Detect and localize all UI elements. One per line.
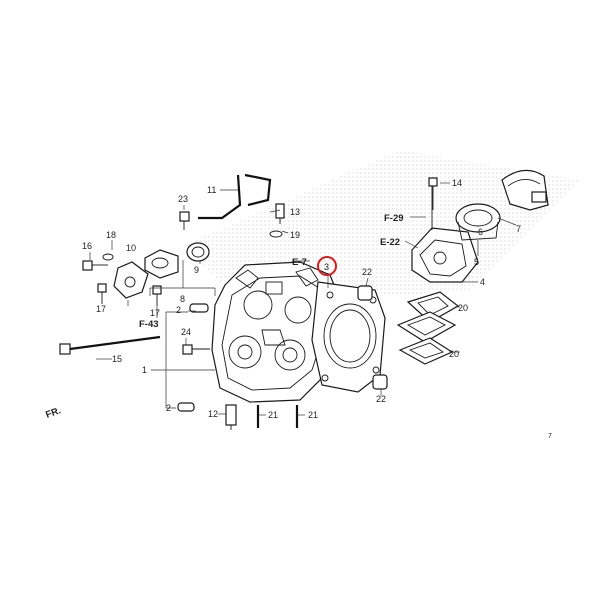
bolt-23[interactable] bbox=[179, 211, 190, 230]
cylinder-head[interactable] bbox=[211, 261, 341, 403]
callout-11[interactable]: 11 bbox=[207, 185, 216, 195]
callout-15[interactable]: 15 bbox=[112, 354, 122, 364]
o-ring-18[interactable] bbox=[102, 253, 114, 261]
callout-22-lower[interactable]: 22 bbox=[376, 394, 386, 404]
callout-2-upper[interactable]: 2 bbox=[176, 305, 181, 315]
ref-fr: FR. bbox=[44, 405, 62, 421]
joint-housing[interactable] bbox=[113, 261, 149, 299]
intake-insulator[interactable] bbox=[411, 185, 479, 283]
callout-17-right[interactable]: 17 bbox=[150, 308, 160, 318]
bracket-2 bbox=[165, 311, 188, 409]
callout-17-left[interactable]: 17 bbox=[96, 304, 106, 314]
callout-2-lower[interactable]: 2 bbox=[166, 403, 171, 413]
dowel-pin-lower[interactable] bbox=[372, 374, 388, 390]
callout-12[interactable]: 12 bbox=[208, 409, 218, 419]
long-bolt-15[interactable] bbox=[59, 335, 161, 355]
band-clamp[interactable] bbox=[501, 169, 549, 211]
callout-8[interactable]: 8 bbox=[180, 294, 185, 304]
ref-e7[interactable]: E-7 bbox=[292, 257, 307, 268]
callout-19[interactable]: 19 bbox=[290, 230, 300, 240]
thermostat-housing-10[interactable] bbox=[144, 249, 179, 279]
corner-mark: 7 bbox=[548, 433, 552, 440]
dowel-pin-upper[interactable] bbox=[357, 285, 373, 301]
callout-3[interactable]: 3 bbox=[324, 262, 329, 272]
callout-13[interactable]: 13 bbox=[290, 207, 300, 217]
callout-24[interactable]: 24 bbox=[181, 327, 191, 337]
insulator-plate[interactable] bbox=[396, 311, 457, 343]
throttle-body-ring[interactable] bbox=[455, 203, 501, 241]
callout-4[interactable]: 4 bbox=[480, 277, 485, 287]
callout-7[interactable]: 7 bbox=[516, 224, 521, 234]
gasket-9[interactable] bbox=[186, 242, 210, 262]
pipe-2-lower[interactable] bbox=[177, 402, 195, 412]
highlight-circle[interactable] bbox=[317, 256, 337, 276]
callout-18[interactable]: 18 bbox=[106, 230, 116, 240]
callout-5[interactable]: 5 bbox=[474, 257, 479, 267]
o-ring-19[interactable] bbox=[269, 230, 283, 238]
insulator-gasket-lower[interactable] bbox=[398, 337, 454, 365]
pipe-2-upper[interactable] bbox=[189, 303, 209, 313]
bolt-17-right[interactable] bbox=[152, 285, 162, 306]
callout-10[interactable]: 10 bbox=[126, 243, 136, 253]
callout-16[interactable]: 16 bbox=[82, 241, 92, 251]
bracket-8 bbox=[149, 260, 216, 296]
bolt-24[interactable] bbox=[182, 344, 210, 355]
callout-6[interactable]: 6 bbox=[478, 227, 483, 237]
callout-1[interactable]: 1 bbox=[142, 365, 147, 375]
callout-9[interactable]: 9 bbox=[194, 265, 199, 275]
callout-21-right[interactable]: 21 bbox=[308, 410, 318, 420]
spark-plug-12[interactable] bbox=[225, 404, 237, 430]
wire-bracket[interactable] bbox=[198, 173, 272, 220]
callout-21-left[interactable]: 21 bbox=[268, 410, 278, 420]
callout-20-lower[interactable]: 20 bbox=[449, 349, 459, 359]
bolt-17-left[interactable] bbox=[97, 283, 107, 304]
callout-20-upper[interactable]: 20 bbox=[458, 303, 468, 313]
callout-22-upper[interactable]: 22 bbox=[362, 267, 372, 277]
ref-f43[interactable]: F-43 bbox=[139, 319, 159, 330]
ref-e22[interactable]: E-22 bbox=[380, 237, 400, 248]
head-gasket[interactable] bbox=[311, 281, 386, 393]
bolt-14[interactable] bbox=[428, 177, 438, 210]
bolt-16[interactable] bbox=[82, 260, 108, 271]
ref-f29[interactable]: F-29 bbox=[384, 213, 404, 224]
callout-23[interactable]: 23 bbox=[178, 194, 188, 204]
callout-14[interactable]: 14 bbox=[452, 178, 462, 188]
